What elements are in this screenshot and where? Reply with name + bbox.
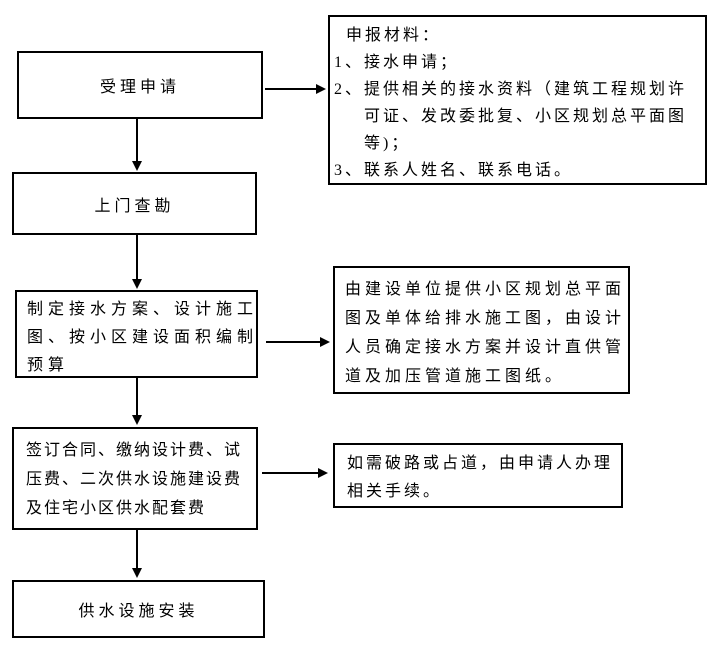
arrow-right-icon: [265, 84, 326, 94]
step-text-line: 签订合同、缴纳设计费、试: [26, 442, 243, 459]
arrow-down-icon: [132, 235, 142, 289]
note-text-line: 等)；: [364, 135, 411, 152]
step-text-line: 制定接水方案、设计施工: [27, 301, 259, 318]
note-box-road-permit: 如需破路或占道，由申请人办理 相关手续。: [333, 443, 623, 508]
flow-step-box-facility-installation: 供水设施安装: [12, 580, 265, 638]
note-text-line: 申报材料：: [346, 27, 442, 44]
note-box-design-details: 由建设单位提供小区规划总平面 图及单体给排水施工图，由设计 人员确定接水方案并设…: [333, 266, 630, 394]
step-text-line: 预算: [27, 357, 70, 374]
note-box-application-materials: 申报材料： 1、接水申请； 2、提供相关的接水资料（建筑工程规划许 可证、发改委…: [328, 15, 707, 185]
flow-step-box-accept-application: 受理申请: [17, 51, 263, 119]
note-text-line: 1、接水申请；: [334, 54, 460, 71]
note-text-line: 道及加压管道施工图纸。: [345, 368, 566, 385]
arrow-right-icon: [262, 468, 328, 478]
note-text-line: 2、提供相关的接水资料（建筑工程规划许: [334, 81, 688, 98]
arrow-down-icon: [132, 530, 142, 578]
flow-step-box-contract-fees: 签订合同、缴纳设计费、试 压费、二次供水设施建设费 及住宅小区供水配套费: [12, 427, 258, 530]
flow-step-box-plan-design-budget: 制定接水方案、设计施工 图、按小区建设面积编制 预算: [15, 290, 258, 378]
note-text-line: 相关手续。: [347, 483, 443, 500]
arrow-down-icon: [132, 119, 142, 171]
step-label: 受理申请: [99, 79, 180, 96]
arrow-down-icon: [132, 378, 142, 425]
step-label: 供水设施安装: [78, 603, 199, 620]
step-label: 上门查勘: [94, 197, 175, 215]
arrow-right-icon: [266, 337, 330, 347]
note-text-line: 由建设单位提供小区规划总平面: [345, 281, 626, 298]
note-text-line: 人员确定接水方案并设计直供管: [345, 339, 626, 356]
note-text-line: 如需破路或占道，由申请人办理: [347, 455, 614, 472]
note-text-line: 3、联系人姓名、联系电话。: [334, 162, 574, 179]
note-text-line: 可证、发改委批复、小区规划总平面图: [364, 108, 688, 125]
step-text-line: 图、按小区建设面积编制: [27, 329, 259, 346]
note-text-line: 图及单体给排水施工图，由设计: [345, 310, 626, 327]
step-text-line: 及住宅小区供水配套费: [26, 500, 207, 517]
step-text-line: 压费、二次供水设施建设费: [26, 471, 243, 488]
flow-step-box-site-survey: 上门查勘: [12, 172, 257, 235]
